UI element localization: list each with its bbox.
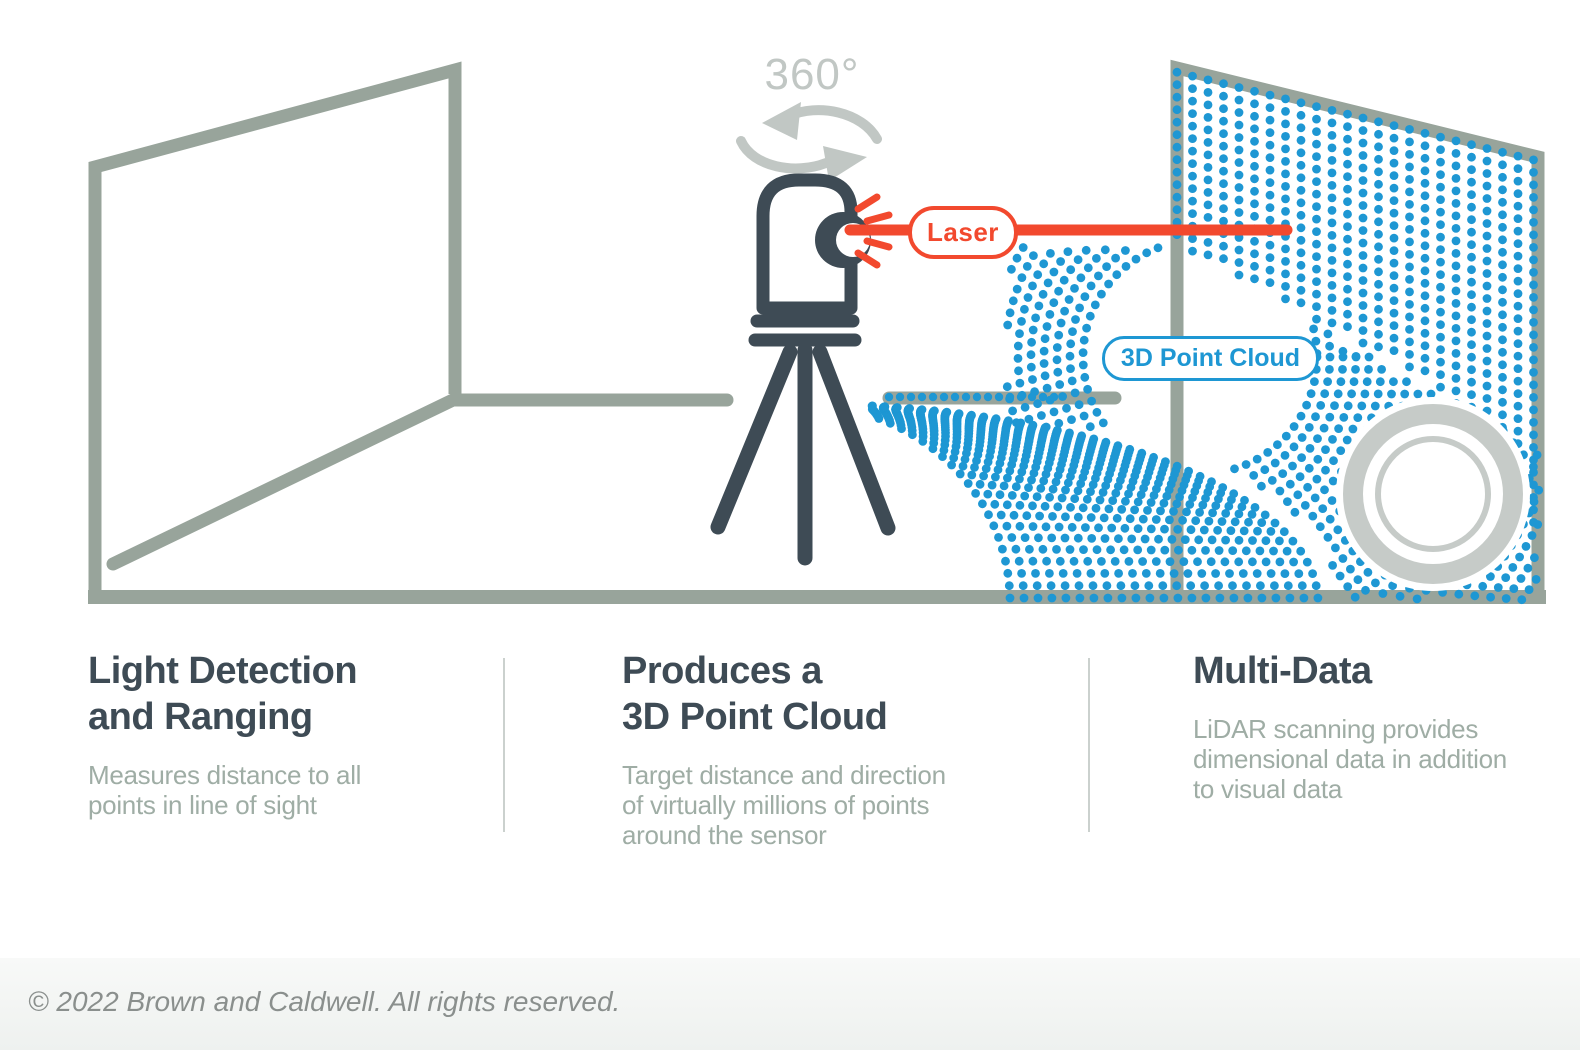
column-divider-2 xyxy=(1088,658,1090,832)
pipe-ring-icon xyxy=(1336,397,1530,591)
tripod-leg-left xyxy=(710,344,798,535)
laser-flash-1 xyxy=(854,193,881,213)
column-2-body: Target distance and direction of virtual… xyxy=(622,760,946,850)
column-3-heading: Multi-Data xyxy=(1193,650,1372,692)
feature-column-3: Multi-Data LiDAR scanning provides dimen… xyxy=(1193,648,1543,804)
pipe-ring-outer xyxy=(1343,404,1523,584)
rotation-arrowhead-left xyxy=(762,102,801,140)
tripod xyxy=(710,314,896,566)
footer-strip xyxy=(0,958,1580,1050)
column-1-body: Measures distance to all points in line … xyxy=(88,760,362,820)
tripod-leg-right xyxy=(812,344,896,536)
pipe-ring-inner xyxy=(1375,436,1491,552)
left-wall xyxy=(88,61,462,604)
column-2-heading: Produces a 3D Point Cloud xyxy=(622,650,888,738)
laser-flash-4 xyxy=(854,249,881,269)
feature-column-2: Produces a 3D Point Cloud Target distanc… xyxy=(622,648,1062,850)
laser-flash-3 xyxy=(863,237,893,251)
lidar-scanner-icon xyxy=(756,173,871,315)
column-1-heading: Light Detection and Ranging xyxy=(88,650,358,738)
laser-label-pill: Laser xyxy=(908,206,1018,259)
point-cloud-label-pill: 3D Point Cloud xyxy=(1102,336,1319,381)
rotation-arrows-icon xyxy=(736,102,882,181)
feature-column-1: Light Detection and Ranging Measures dis… xyxy=(88,648,508,820)
column-3-body: LiDAR scanning provides dimensional data… xyxy=(1193,714,1507,804)
copyright-notice: © 2022 Brown and Caldwell. All rights re… xyxy=(28,986,621,1017)
column-divider-1 xyxy=(503,658,505,832)
laser-flash-2 xyxy=(863,211,893,225)
pipe-ring-backing xyxy=(1336,397,1530,591)
rotation-arrowhead-right xyxy=(823,146,867,181)
left-wall-base-edge xyxy=(106,392,462,571)
laser-label: Laser xyxy=(927,217,999,247)
scanner-body xyxy=(756,173,858,315)
rotation-arrow-bottom xyxy=(736,136,831,174)
point-cloud-label: 3D Point Cloud xyxy=(1120,344,1301,372)
rotation-arrow-top xyxy=(784,105,882,144)
rotation-angle-label: 360° xyxy=(764,50,860,99)
